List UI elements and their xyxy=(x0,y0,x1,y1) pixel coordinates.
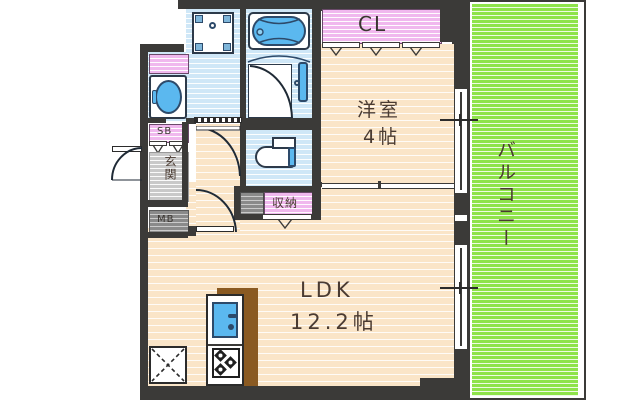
ldk-door-panel[interactable] xyxy=(196,226,234,232)
gas-stove-burners-icon xyxy=(214,349,237,376)
storage-label: 収納 xyxy=(272,196,299,210)
yoshitsu-floor xyxy=(320,44,454,186)
wall-bottom-main xyxy=(140,384,470,400)
hallway-door-swing-icon xyxy=(196,126,241,177)
wall-bottom-right-step xyxy=(420,376,470,400)
kitchen-faucet-icon xyxy=(228,314,237,318)
wall-wet-bottom xyxy=(148,118,166,123)
partition-mullion xyxy=(378,181,381,189)
wash-basin-bowl xyxy=(155,80,182,114)
wall-storage-left xyxy=(234,186,240,220)
wall-hall-ldk-left xyxy=(188,226,196,236)
ldk-door-swing-icon xyxy=(195,188,237,233)
storage-shelf-block xyxy=(240,192,264,216)
shoebox-label: SB xyxy=(157,126,173,137)
vanity-mirror-cabinet xyxy=(149,54,189,74)
toilet-seat-detail xyxy=(288,147,296,167)
wall-yoshitsu-left xyxy=(312,9,321,187)
storage-door-panel[interactable] xyxy=(262,214,312,220)
wall-left-upper xyxy=(140,44,148,122)
refrigerator-x-icon xyxy=(151,348,185,382)
bathtub-curve-icon xyxy=(256,18,301,44)
wall-entrance-right xyxy=(182,122,188,207)
cl-door-arrows-icon xyxy=(329,47,423,57)
meterbox-label: MB xyxy=(157,214,175,225)
wall-left-mid xyxy=(140,122,148,242)
washer-pan-corner-bl xyxy=(195,43,203,51)
wall-left-lower xyxy=(140,236,149,400)
kitchen-divider-line xyxy=(208,344,242,346)
entrance-label: 玄関 xyxy=(163,155,177,181)
wall-storage-top xyxy=(240,186,246,192)
storage-door-arrow-icon xyxy=(277,219,293,229)
bath-handle-icon xyxy=(294,80,300,86)
balcony-area xyxy=(472,4,578,396)
ldk-window xyxy=(454,214,468,222)
ldk-label: LDK xyxy=(300,278,354,302)
ldk-floor xyxy=(148,228,454,386)
sliding-door-yoshitsu-leaf xyxy=(460,92,462,190)
ldk-size-label: 12.2帖 xyxy=(290,310,378,334)
sliding-door-ldk-mark-icon xyxy=(440,282,478,294)
wall-storage-right xyxy=(312,186,321,220)
sliding-door-ldk-leaf xyxy=(460,248,462,346)
entrance-door-swing-icon xyxy=(111,147,143,181)
washer-pan-corner-tr xyxy=(223,15,231,23)
toilet-tank xyxy=(272,137,296,149)
bath-apron-icon xyxy=(247,55,311,63)
wall-cl-right-block xyxy=(440,9,454,42)
cl-closet-fill xyxy=(322,9,442,44)
washer-pan-corner-br xyxy=(223,43,231,51)
wall-wet-bottom-2 xyxy=(186,118,196,124)
wall-entrance-bottom xyxy=(140,200,188,207)
wall-bath-left xyxy=(240,9,246,122)
kitchen-drain-icon xyxy=(228,324,234,330)
cl-label: CL xyxy=(358,12,388,36)
wash-basin-faucet-icon xyxy=(152,90,157,104)
washer-pan-corner-tl xyxy=(195,15,203,23)
yoshitsu-size-label: 4帖 xyxy=(363,126,401,148)
sliding-door-yoshitsu-mark-icon xyxy=(440,114,478,126)
shoebox-door-1[interactable] xyxy=(149,141,167,146)
ldk-floor-step xyxy=(420,368,454,378)
wall-wet-bottom-3 xyxy=(240,118,312,124)
wall-toilet-top xyxy=(246,124,312,130)
bathroom-door-swing-icon xyxy=(249,65,293,119)
kitchen-counter-vertical xyxy=(243,288,258,386)
kitchen-sink xyxy=(212,302,238,338)
wall-top-left-step xyxy=(140,44,184,52)
sanitary-door[interactable] xyxy=(194,117,242,123)
wall-mb-bottom xyxy=(140,232,188,238)
wall-toilet-left xyxy=(240,124,246,188)
balcony-label: バルコニー xyxy=(494,140,516,250)
storage-fill xyxy=(264,192,314,216)
yoshitsu-label: 洋室 xyxy=(357,99,402,121)
washer-drain-icon xyxy=(209,22,216,29)
partition-yoshitsu-ldk[interactable] xyxy=(322,183,454,189)
wall-top-main xyxy=(178,0,470,9)
wall-toilet-bottom xyxy=(240,186,312,193)
